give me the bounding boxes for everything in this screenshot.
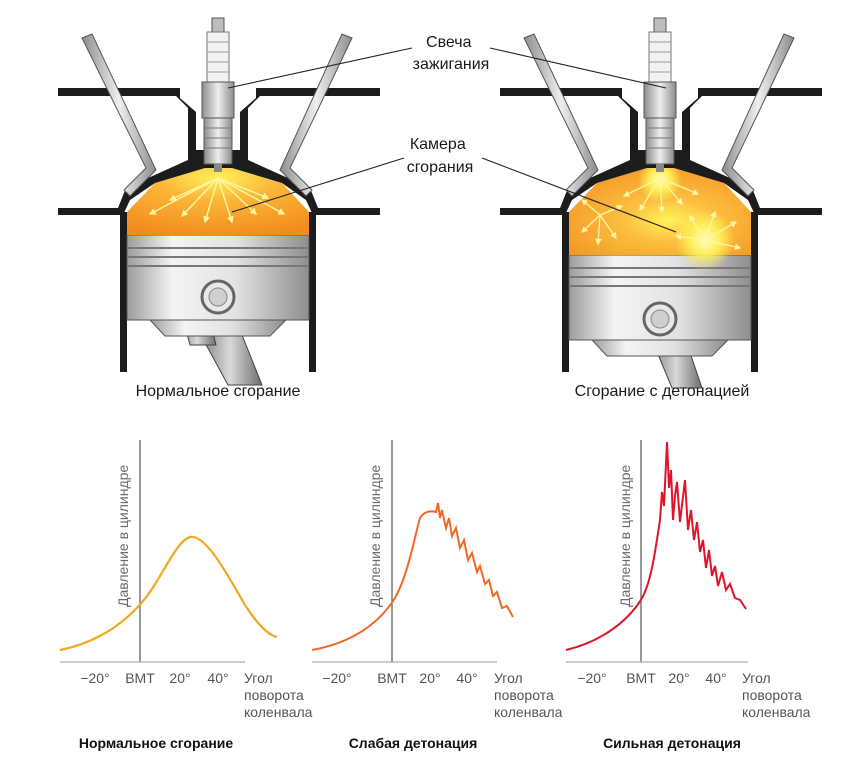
tick-40: 40°	[456, 670, 477, 686]
graph-title: Сильная детонация	[603, 735, 741, 751]
cylinder-wall-right	[751, 212, 758, 372]
callout-lines	[227, 47, 677, 233]
piston	[126, 234, 310, 337]
intake-valve	[523, 33, 599, 197]
tick-tdc: ВМТ	[125, 670, 155, 686]
pressure-curve	[565, 441, 747, 651]
pressure-curve	[311, 502, 514, 651]
tick-tdc: ВМТ	[377, 670, 407, 686]
y-axis-label: Давление в цилиндре	[367, 465, 383, 607]
graph-weak-knock: Давление в цилиндре −20° ВМТ 20° 40° Уго…	[311, 440, 563, 751]
callout-spark-plug: Свеча зажигания	[413, 34, 490, 73]
engine-knock	[500, 17, 822, 389]
x-axis-label: Угол поворота коленвала	[244, 670, 313, 720]
x-axis-label: Угол поворота коленвала	[494, 670, 563, 720]
tick-20: 20°	[169, 670, 190, 686]
x-axis-label: Угол поворота коленвала	[742, 670, 811, 720]
engine-normal	[58, 17, 380, 386]
tick-20: 20°	[668, 670, 689, 686]
tick-40: 40°	[207, 670, 228, 686]
graph-normal: Давление в цилиндре −20° ВМТ 20° 40° Уго…	[59, 440, 313, 751]
flame-front-arrows-normal	[148, 177, 286, 224]
exhaust-valve	[279, 33, 353, 197]
flame-front-arrows-knock	[581, 177, 742, 251]
tick-20: 20°	[419, 670, 440, 686]
spark-plug-normal	[201, 17, 235, 172]
y-axis-label: Давление в цилиндре	[115, 465, 131, 607]
graph-title: Нормальное сгорание	[79, 735, 234, 751]
graph-strong-knock: Давление в цилиндре −20° ВМТ 20° 40° Уго…	[565, 440, 811, 751]
callout-combustion-chamber: Камера сгорания	[407, 136, 474, 176]
graph-title: Слабая детонация	[349, 735, 478, 751]
spark-plug-knock	[643, 17, 677, 172]
cylinder-wall-left	[562, 212, 569, 372]
tick-minus20: −20°	[577, 670, 606, 686]
intake-valve	[81, 33, 157, 197]
caption-knock-combustion: Сгорание с детонацией	[575, 383, 750, 400]
cylinder-wall-left	[120, 212, 127, 372]
piston	[568, 254, 752, 357]
pressure-curve	[59, 535, 278, 652]
caption-normal-combustion: Нормальное сгорание	[136, 383, 301, 400]
cylinder-wall-right	[309, 212, 316, 372]
y-axis-label: Давление в цилиндре	[617, 465, 633, 607]
exhaust-valve	[721, 33, 795, 197]
combustion-chamber-normal	[127, 168, 309, 235]
tick-tdc: ВМТ	[626, 670, 656, 686]
tick-minus20: −20°	[322, 670, 351, 686]
tick-40: 40°	[705, 670, 726, 686]
tick-minus20: −20°	[80, 670, 109, 686]
